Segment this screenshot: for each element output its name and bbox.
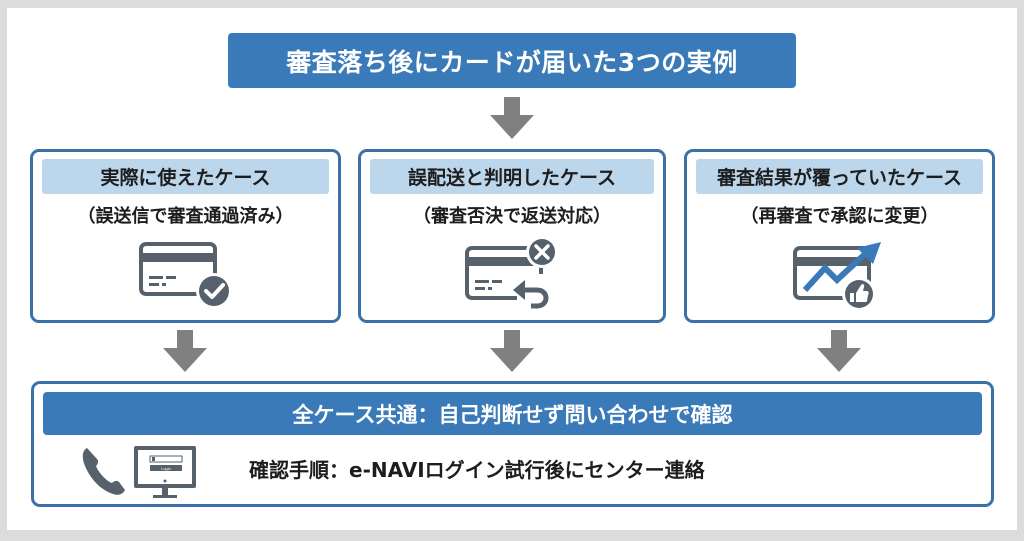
credit-card-cancel-return-icon: [457, 238, 567, 310]
common-guidance-box: 全ケース共通：自己判断せず問い合わせで確認 Login 確認手順：e-NAVIロ…: [31, 381, 994, 507]
case-card-actually-usable: 実際に使えたケース （誤送信で審査通過済み）: [30, 149, 341, 323]
down-arrow-icon: [490, 97, 534, 139]
case-subheading: （審査否決で返送対応）: [413, 206, 611, 227]
case-subheading: （再審査で承認に変更）: [740, 206, 939, 227]
phone-icon: [82, 448, 125, 495]
down-arrow-icon: [163, 330, 207, 372]
case-heading: 誤配送と判明したケース: [370, 159, 654, 194]
credit-card-check-icon: [131, 238, 241, 310]
diagram-title: 審査落ち後にカードが届いた3つの実例: [228, 33, 796, 88]
case-subheading: （誤送信で審査通過済み）: [77, 206, 294, 227]
contact-icons: Login: [79, 442, 204, 502]
svg-text:Login: Login: [161, 466, 171, 471]
confirmation-procedure: 確認手順：e-NAVIログイン試行後にセンター連絡: [249, 458, 705, 482]
down-arrow-icon: [817, 330, 861, 372]
case-card-result-overturned: 審査結果が覆っていたケース （再審査で承認に変更）: [684, 149, 995, 323]
case-card-misdelivery: 誤配送と判明したケース （審査否決で返送対応）: [358, 149, 666, 323]
monitor-login-icon: Login: [134, 446, 196, 498]
case-heading: 実際に使えたケース: [42, 159, 329, 194]
down-arrow-icon: [490, 330, 534, 372]
credit-card-upward-trend-thumbs-up-icon: [785, 238, 895, 310]
case-heading: 審査結果が覆っていたケース: [696, 159, 983, 194]
common-heading: 全ケース共通：自己判断せず問い合わせで確認: [43, 392, 982, 435]
